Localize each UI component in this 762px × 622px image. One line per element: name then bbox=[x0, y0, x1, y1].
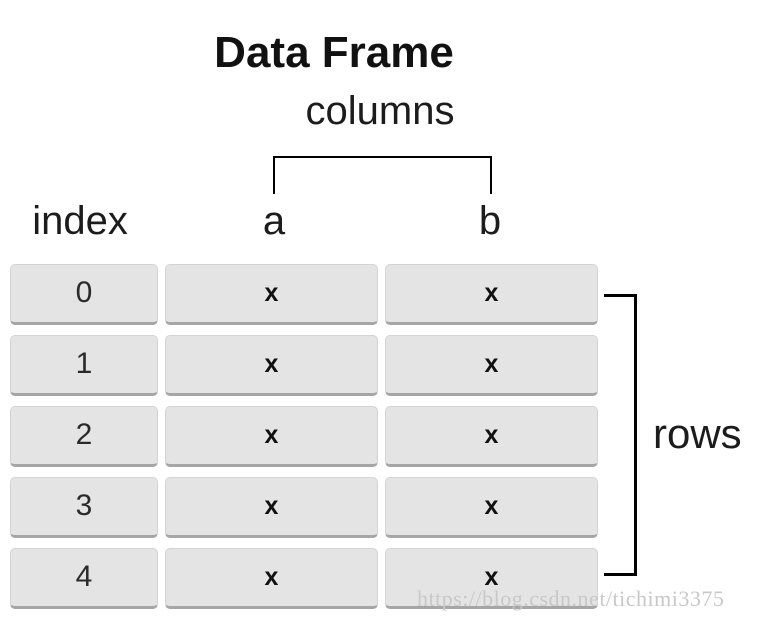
table-row: 1 x x bbox=[0, 335, 762, 396]
table-row: 0 x x bbox=[0, 264, 762, 325]
table-row: 4 x x bbox=[0, 548, 762, 609]
value-cell-a: x bbox=[165, 264, 378, 325]
index-cell: 3 bbox=[10, 477, 158, 538]
table-row: 2 x x bbox=[0, 406, 762, 467]
index-cell: 0 bbox=[10, 264, 158, 325]
value-cell-a: x bbox=[165, 406, 378, 467]
index-cell: 1 bbox=[10, 335, 158, 396]
index-cell: 2 bbox=[10, 406, 158, 467]
index-cell: 4 bbox=[10, 548, 158, 609]
value-cell-b: x bbox=[385, 477, 598, 538]
columns-label: columns bbox=[305, 89, 455, 133]
column-header-a: a bbox=[262, 199, 286, 243]
value-cell-a: x bbox=[165, 477, 378, 538]
index-header: index bbox=[32, 199, 128, 243]
table-row: 3 x x bbox=[0, 477, 762, 538]
value-cell-b: x bbox=[385, 548, 598, 609]
value-cell-a: x bbox=[165, 335, 378, 396]
watermark-url: https://blog.csdn.net/tichimi3375 bbox=[417, 586, 725, 611]
value-cell-b: x bbox=[385, 264, 598, 325]
rows-label: rows bbox=[653, 410, 742, 457]
columns-bracket bbox=[273, 156, 492, 194]
value-cell-a: x bbox=[165, 548, 378, 609]
column-header-b: b bbox=[478, 199, 502, 243]
rows-bracket bbox=[604, 294, 637, 576]
value-cell-b: x bbox=[385, 335, 598, 396]
diagram-title: Data Frame bbox=[214, 28, 454, 77]
value-cell-b: x bbox=[385, 406, 598, 467]
